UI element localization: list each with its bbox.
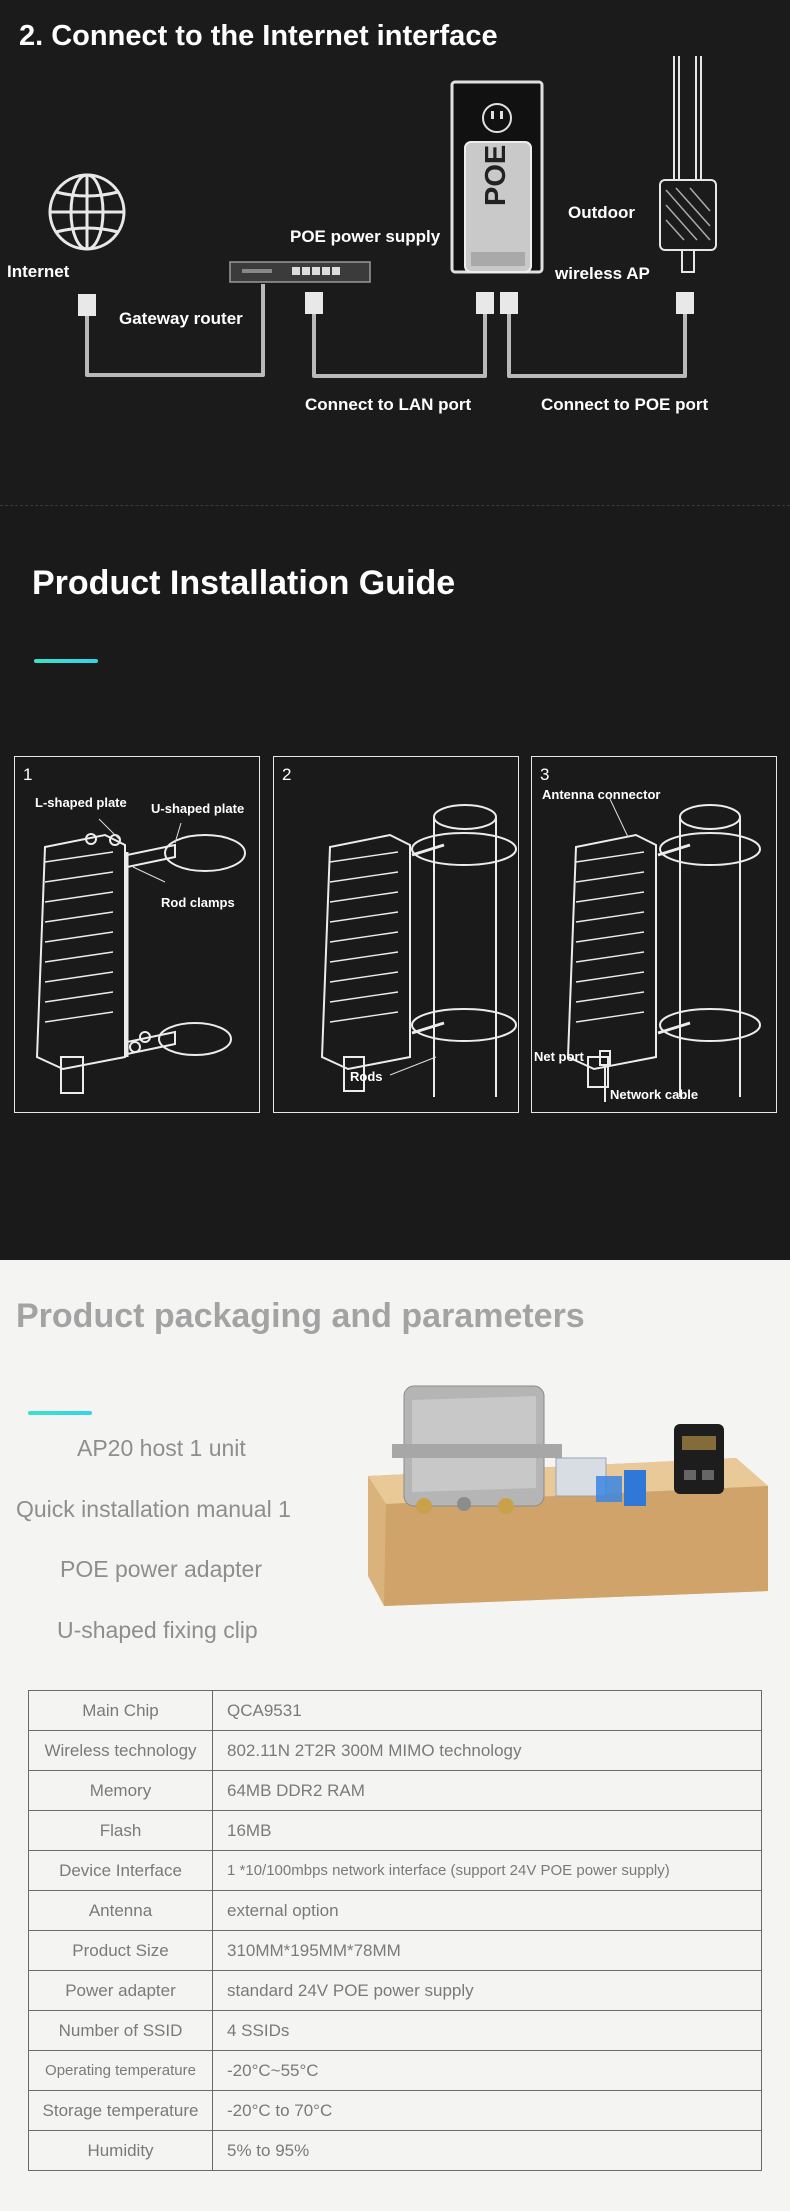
network-cables: [85, 284, 687, 378]
table-row: Storage temperature-20°C to 70°C: [28, 2090, 762, 2131]
section-divider: [0, 505, 790, 506]
connection-diagram: [48, 56, 717, 378]
param-key: Wireless technology: [28, 1730, 213, 1771]
package-item: Quick installation manual 1: [16, 1496, 291, 1522]
connection-section: 2. Connect to the Internet interface: [0, 0, 790, 505]
rj45-plugs: [78, 292, 694, 316]
label-u-shaped-plate: U-shaped plate: [151, 801, 245, 816]
install-step-1-panel: 1 L-shaped plate U-shaped plate Rod clam…: [14, 756, 260, 1113]
label-connect-poe: Connect to POE port: [541, 395, 709, 414]
label-l-shaped-plate: L-shaped plate: [35, 795, 127, 810]
router-icon: [229, 261, 371, 283]
param-key: Humidity: [28, 2130, 213, 2171]
step-number: 2: [282, 765, 292, 784]
label-network-cable: Network cable: [610, 1087, 699, 1102]
package-item: U-shaped fixing clip: [57, 1617, 258, 1643]
label-poe-power-supply: POE power supply: [290, 227, 441, 246]
param-key: Device Interface: [28, 1850, 213, 1891]
param-value: 4 SSIDs: [212, 2010, 762, 2051]
package-item: AP20 host 1 unit: [77, 1435, 246, 1461]
label-internet: Internet: [7, 262, 70, 281]
param-value: 64MB DDR2 RAM: [212, 1770, 762, 1811]
step-number: 1: [23, 765, 33, 784]
ap-mounted-on-rod-illustration: [320, 804, 517, 1097]
label-outdoor: Outdoor: [568, 203, 636, 222]
product-package-photo: [368, 1385, 768, 1606]
param-key: Main Chip: [28, 1690, 213, 1731]
param-key: Memory: [28, 1770, 213, 1811]
package-item: POE power adapter: [60, 1556, 263, 1582]
label-rod-clamps: Rod clamps: [161, 895, 235, 910]
param-key: Number of SSID: [28, 2010, 213, 2051]
param-value: -20°C to 70°C: [212, 2090, 762, 2131]
outdoor-ap-icon: [659, 56, 717, 273]
install-step-3-panel: 3 Antenna connector Net port Network cab…: [531, 756, 777, 1113]
param-value: 1 *10/100mbps network interface (support…: [212, 1850, 762, 1891]
label-wireless-ap: wireless AP: [555, 264, 650, 283]
param-value: external option: [212, 1890, 762, 1931]
label-antenna-connector: Antenna connector: [542, 787, 661, 802]
poe-injector-icon: [464, 141, 532, 273]
param-value: 16MB: [212, 1810, 762, 1851]
label-net-port: Net port: [534, 1049, 584, 1064]
label-rods: Rods: [350, 1069, 383, 1084]
param-key: Product Size: [28, 1930, 213, 1971]
globe-icon: [48, 173, 126, 251]
install-step-2-panel: 2 Rods: [273, 756, 519, 1113]
param-key: Flash: [28, 1810, 213, 1851]
ap-with-bracket-illustration: [35, 818, 246, 1094]
title-accent-bar: [34, 659, 98, 663]
packaging-title: Product packaging and parameters: [16, 1297, 585, 1335]
param-key: Antenna: [28, 1890, 213, 1931]
param-key: Operating temperature: [28, 2050, 213, 2091]
install-guide-title: Product Installation Guide: [32, 564, 456, 602]
param-key: Power adapter: [28, 1970, 213, 2011]
param-value: 802.11N 2T2R 300M MIMO technology: [212, 1730, 762, 1771]
step-number: 3: [540, 765, 550, 784]
param-value: 5% to 95%: [212, 2130, 762, 2171]
packaging-section: Product packaging and parameters AP20 ho…: [0, 1260, 790, 2211]
param-value: -20°C~55°C: [212, 2050, 762, 2091]
table-row: Operating temperature-20°C~55°C: [28, 2050, 762, 2091]
ap-with-cable-illustration: [566, 798, 761, 1102]
install-guide-section: Product Installation Guide 1: [0, 506, 790, 1260]
param-key: Storage temperature: [28, 2090, 213, 2131]
poe-device-label: POE: [480, 144, 512, 206]
label-gateway-router: Gateway router: [119, 309, 243, 328]
param-value: standard 24V POE power supply: [212, 1970, 762, 2011]
connection-title: 2. Connect to the Internet interface: [19, 20, 498, 52]
label-connect-lan: Connect to LAN port: [305, 395, 472, 414]
param-value: QCA9531: [212, 1690, 762, 1731]
title-accent-bar: [28, 1411, 92, 1415]
param-value: 310MM*195MM*78MM: [212, 1930, 762, 1971]
